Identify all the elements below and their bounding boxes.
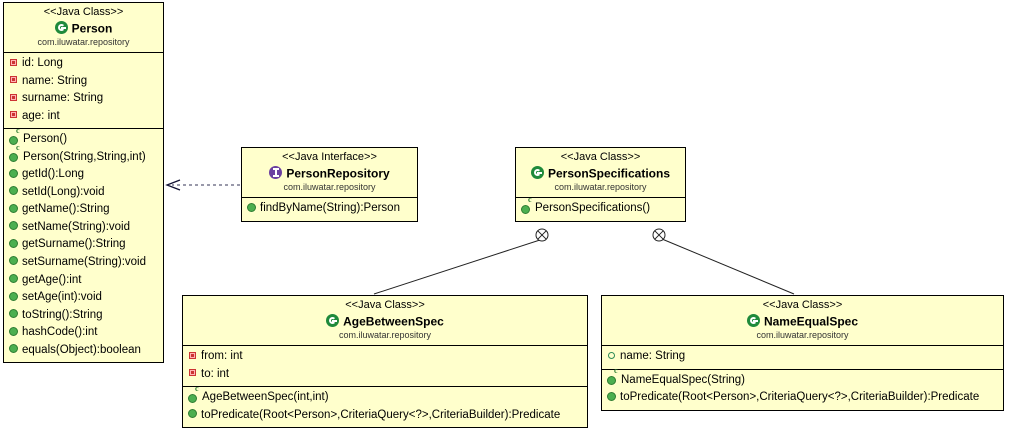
public-method-icon xyxy=(9,168,18,178)
package-label: com.iluwatar.repository xyxy=(756,330,849,341)
class-header-age-between-spec: <<Java Class>> AgeBetweenSpec com.iluwat… xyxy=(183,296,587,345)
method-row[interactable]: toPredicate(Root<Person>,CriteriaQuery<?… xyxy=(183,407,587,425)
method-row[interactable]: setName(String):void xyxy=(4,219,163,237)
methods-compartment-person: Person() Person(String,String,int) getId… xyxy=(4,127,163,362)
java-class-icon xyxy=(326,314,340,328)
public-method-icon xyxy=(9,326,18,336)
public-method-icon xyxy=(9,344,18,354)
constructor-icon xyxy=(188,385,199,403)
class-name-person: Person xyxy=(10,21,157,36)
class-header-name-equal-spec: <<Java Class>> NameEqualSpec com.iluwata… xyxy=(602,296,1003,345)
method-row[interactable]: setAge(int):void xyxy=(4,289,163,307)
public-method-icon xyxy=(247,202,256,212)
relationship-specs-creates-agebetween xyxy=(373,228,549,295)
fields-compartment-person: id: Long name: String surname: String ag… xyxy=(4,52,163,128)
method-row[interactable]: getAge():int xyxy=(4,272,163,290)
create-dependency-line xyxy=(661,238,795,295)
package-label: com.iluwatar.repository xyxy=(283,182,376,193)
private-field-icon xyxy=(10,58,17,66)
stereotype-label: <<Java Class>> xyxy=(762,299,843,311)
constructor-icon xyxy=(9,144,20,163)
private-field-icon xyxy=(189,369,196,377)
create-dependency-line xyxy=(373,238,544,295)
methods-compartment-person-repository: findByName(String):Person xyxy=(242,197,417,221)
class-box-person[interactable]: <<Java Class>> Person com.iluwatar.repos… xyxy=(3,2,164,364)
class-name-person-specifications: PersonSpecifications xyxy=(522,166,679,181)
private-field-icon xyxy=(10,76,17,84)
public-method-icon xyxy=(9,221,18,231)
methods-compartment-person-specifications: PersonSpecifications() xyxy=(516,196,685,221)
public-method-icon xyxy=(9,291,18,301)
public-method-icon xyxy=(9,238,18,248)
fields-compartment-name-equal-spec: name: String xyxy=(602,345,1003,369)
open-arrowhead-icon xyxy=(165,179,181,191)
field-row[interactable]: name: String xyxy=(602,348,1003,366)
circle-cross-icon xyxy=(652,228,666,242)
relationship-repo-uses-person xyxy=(165,179,240,191)
stereotype-label: <<Java Class>> xyxy=(345,299,425,311)
method-row[interactable]: Person(String,String,int) xyxy=(4,144,163,167)
class-header-person: <<Java Class>> Person com.iluwatar.repos… xyxy=(4,3,163,52)
method-row[interactable]: getName():String xyxy=(4,201,163,219)
constructor-icon xyxy=(9,127,20,145)
method-row[interactable]: toString():String xyxy=(4,307,163,325)
class-name-person-repository: PersonRepository xyxy=(248,166,411,181)
java-class-icon xyxy=(530,166,544,180)
field-row[interactable]: name: String xyxy=(4,73,163,91)
private-field-icon xyxy=(10,111,17,119)
fields-compartment-age-between-spec: from: int to: int xyxy=(183,345,587,386)
class-box-person-repository[interactable]: <<Java Interface>> PersonRepository com.… xyxy=(241,147,418,222)
method-row[interactable]: Person() xyxy=(4,127,163,149)
public-method-icon xyxy=(9,203,18,213)
class-box-person-specifications[interactable]: <<Java Class>> PersonSpecifications com.… xyxy=(515,147,686,222)
private-field-icon xyxy=(10,93,17,101)
public-method-icon xyxy=(9,273,18,283)
private-field-icon xyxy=(189,351,196,359)
class-name-age-between-spec: AgeBetweenSpec xyxy=(189,314,581,329)
class-header-person-repository: <<Java Interface>> PersonRepository com.… xyxy=(242,148,417,197)
field-row[interactable]: surname: String xyxy=(4,90,163,108)
package-label: com.iluwatar.repository xyxy=(554,182,647,193)
stereotype-label: <<Java Class>> xyxy=(43,6,124,18)
class-header-person-specifications: <<Java Class>> PersonSpecifications com.… xyxy=(516,148,685,197)
method-row[interactable]: AgeBetweenSpec(int,int) xyxy=(183,385,587,407)
method-row[interactable]: setId(Long):void xyxy=(4,184,163,202)
public-method-icon xyxy=(188,409,197,419)
method-row[interactable]: findByName(String):Person xyxy=(242,200,417,218)
public-method-icon xyxy=(9,309,18,319)
method-row[interactable]: toPredicate(Root<Person>,CriteriaQuery<?… xyxy=(602,389,1003,407)
method-row[interactable]: getId():Long xyxy=(4,166,163,184)
package-field-icon xyxy=(608,351,615,359)
stereotype-label: <<Java Class>> xyxy=(560,151,641,163)
public-method-icon xyxy=(607,391,616,401)
methods-compartment-name-equal-spec: NameEqualSpec(String) toPredicate(Root<P… xyxy=(602,367,1003,410)
public-method-icon xyxy=(9,256,18,266)
method-row[interactable]: setSurname(String):void xyxy=(4,254,163,272)
circle-cross-icon xyxy=(535,228,549,242)
java-class-icon xyxy=(54,21,68,35)
java-class-icon xyxy=(746,314,760,328)
relationship-specs-creates-nameequal xyxy=(652,228,795,295)
method-row[interactable]: PersonSpecifications() xyxy=(516,196,685,218)
public-method-icon xyxy=(9,186,18,196)
stereotype-label: <<Java Interface>> xyxy=(282,151,377,163)
field-row[interactable]: from: int xyxy=(183,348,587,366)
constructor-icon xyxy=(521,196,532,214)
class-box-name-equal-spec[interactable]: <<Java Class>> NameEqualSpec com.iluwata… xyxy=(601,295,1004,411)
class-name-name-equal-spec: NameEqualSpec xyxy=(608,314,997,329)
field-row[interactable]: age: int xyxy=(4,108,163,126)
package-label: com.iluwatar.repository xyxy=(37,37,130,48)
field-row[interactable]: to: int xyxy=(183,366,587,384)
method-row[interactable]: equals(Object):boolean xyxy=(4,342,163,360)
method-row[interactable]: getSurname():String xyxy=(4,236,163,254)
package-label: com.iluwatar.repository xyxy=(338,330,432,341)
constructor-icon xyxy=(607,367,618,386)
java-interface-icon xyxy=(269,166,283,180)
field-row[interactable]: id: Long xyxy=(4,55,163,73)
method-row[interactable]: NameEqualSpec(String) xyxy=(602,367,1003,390)
class-box-age-between-spec[interactable]: <<Java Class>> AgeBetweenSpec com.iluwat… xyxy=(182,295,588,429)
method-row[interactable]: hashCode():int xyxy=(4,324,163,342)
methods-compartment-age-between-spec: AgeBetweenSpec(int,int) toPredicate(Root… xyxy=(183,385,587,427)
